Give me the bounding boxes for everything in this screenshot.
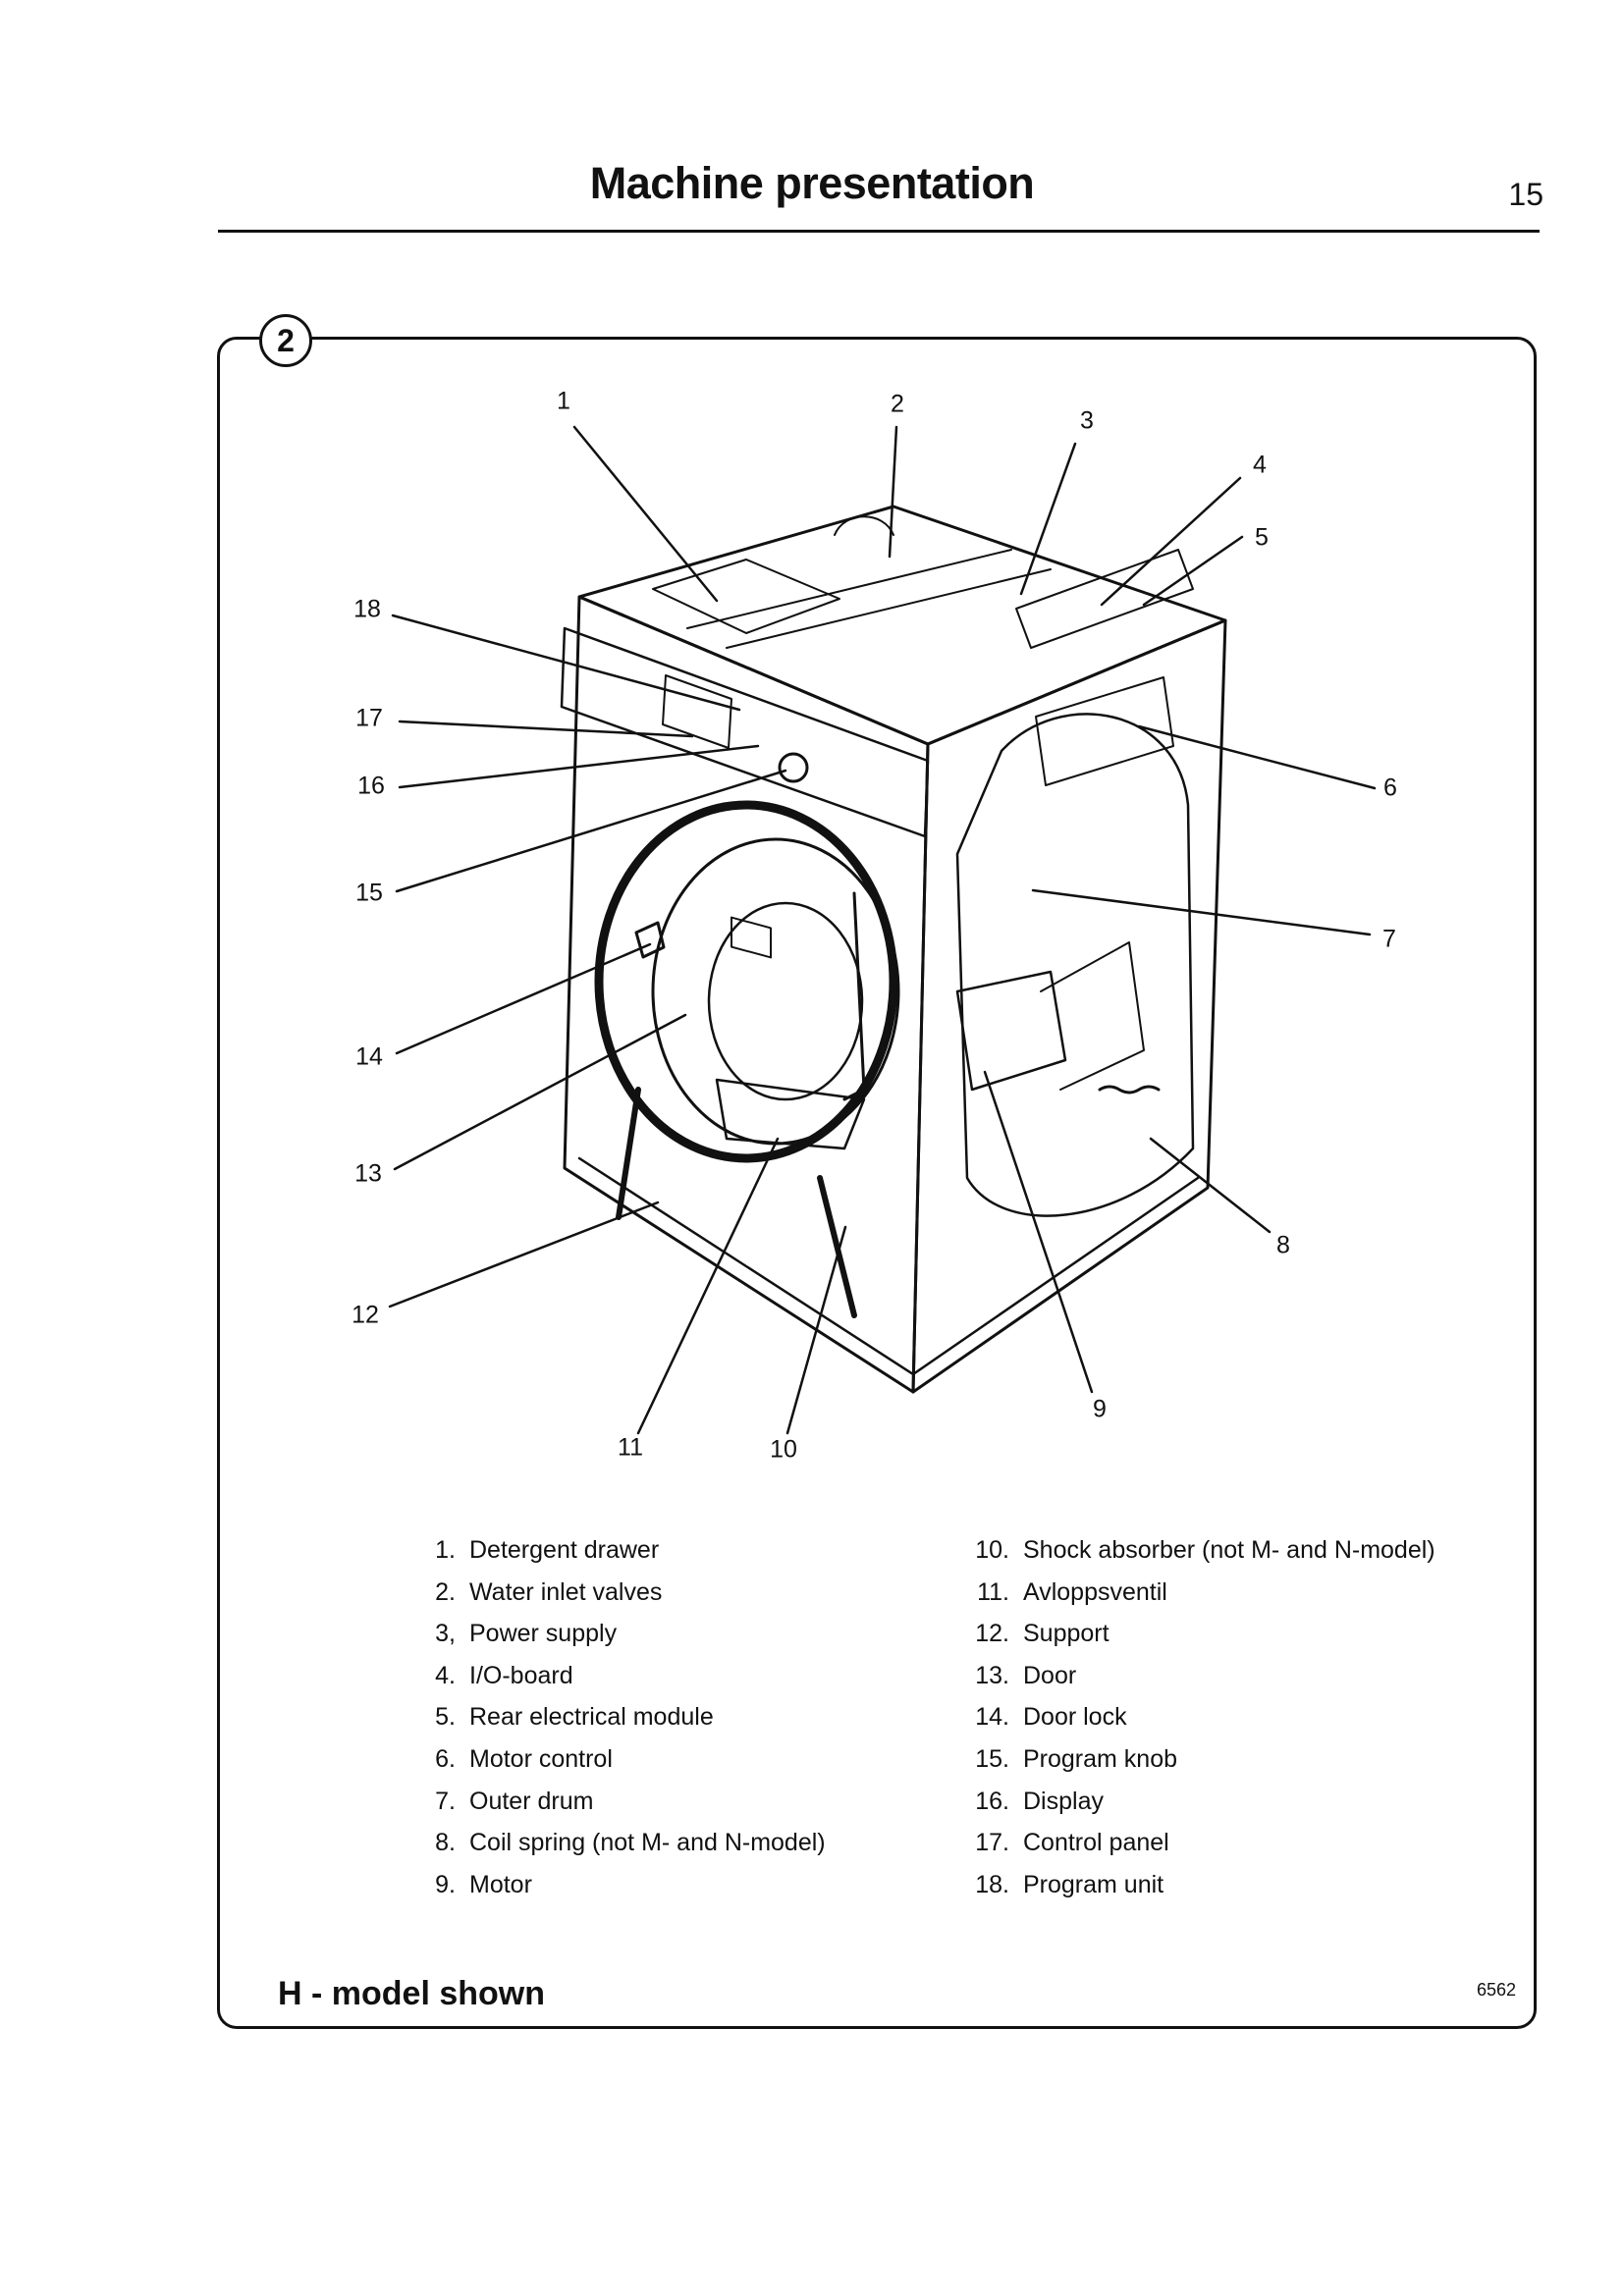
leader-9 — [983, 1070, 1094, 1394]
callout-12: 12 — [352, 1301, 379, 1329]
legend-item: 17.Control panel — [975, 1829, 1169, 1857]
motor-bracket — [1040, 941, 1145, 1091]
leader-15 — [395, 769, 787, 893]
legend-item: 10.Shock absorber (not M- and N-model) — [975, 1536, 1435, 1564]
page-number: 15 — [1508, 177, 1543, 212]
legend-item: 4.I/O-board — [435, 1661, 573, 1689]
door-gasket — [594, 800, 898, 1163]
callout-11: 11 — [618, 1433, 643, 1462]
leader-13 — [393, 1013, 687, 1171]
leader-11 — [636, 1137, 780, 1435]
legend-item: 15.Program knob — [975, 1744, 1178, 1773]
figure-number-badge: 2 — [259, 314, 312, 367]
leader-1 — [572, 425, 719, 603]
cabinet-front — [563, 595, 930, 1394]
callout-16: 16 — [357, 772, 385, 800]
callout-6: 6 — [1383, 774, 1397, 802]
callout-13: 13 — [354, 1159, 382, 1188]
callout-17: 17 — [355, 704, 383, 732]
leader-4 — [1100, 476, 1242, 607]
cabinet-top — [577, 505, 1227, 746]
legend-item: 5.Rear electrical module — [435, 1703, 714, 1732]
legend-item: 14.Door lock — [975, 1703, 1127, 1732]
leader-8 — [1149, 1137, 1272, 1234]
callout-10: 10 — [770, 1435, 797, 1464]
callout-14: 14 — [355, 1042, 383, 1071]
leader-3 — [1019, 442, 1077, 596]
leader-17 — [398, 720, 694, 738]
callout-8: 8 — [1276, 1231, 1290, 1259]
callout-5: 5 — [1255, 523, 1269, 552]
detergent-drawer-front — [662, 674, 732, 749]
leader-16 — [398, 744, 760, 789]
legend-item: 18.Program unit — [975, 1870, 1164, 1898]
legend-item: 11.Avloppsventil — [977, 1577, 1167, 1606]
legend-item: 2.Water inlet valves — [435, 1577, 663, 1606]
leader-14 — [395, 942, 652, 1055]
top-crossbar — [686, 549, 1052, 649]
leader-5 — [1142, 535, 1244, 607]
legend-right-column: 10.Shock absorber (not M- and N-model) 1… — [970, 1529, 1435, 1905]
leader-lines — [388, 425, 1377, 1435]
motor-control-box — [1035, 676, 1174, 786]
callout-1: 1 — [557, 387, 570, 415]
program-knob-shape — [778, 752, 809, 783]
callout-2: 2 — [891, 390, 904, 418]
rear-module — [1015, 549, 1194, 649]
door-hinge — [842, 891, 866, 1101]
leader-12 — [388, 1201, 660, 1308]
legend-item: 3,Power supply — [435, 1620, 618, 1648]
legend-item: 9.Motor — [435, 1870, 532, 1898]
valve-block — [834, 515, 894, 536]
callout-18: 18 — [353, 595, 381, 623]
model-caption: H - model shown — [278, 1975, 545, 2012]
motor-shape — [955, 970, 1067, 1092]
figure-frame — [217, 337, 1537, 2029]
outer-drum — [955, 713, 1195, 1217]
legend-item: 6.Motor control — [435, 1744, 613, 1773]
header-rule — [218, 230, 1540, 233]
drain-valve — [715, 1078, 866, 1150]
legend-left-column: 1.Detergent drawer 2.Water inlet valves … — [416, 1529, 826, 1905]
door-glass — [707, 901, 864, 1101]
coil-spring — [1098, 1085, 1161, 1095]
legend-item: 8.Coil spring (not M- and N-model) — [435, 1829, 826, 1857]
shock-absorber-left — [616, 1087, 641, 1220]
callout-4: 4 — [1253, 451, 1267, 479]
callout-9: 9 — [1093, 1395, 1107, 1423]
control-panel-strip — [560, 626, 930, 838]
callout-3: 3 — [1080, 406, 1094, 435]
leader-6 — [1137, 724, 1377, 790]
legend-item: 13.Door — [975, 1661, 1077, 1689]
leader-18 — [391, 614, 741, 712]
legend-item: 7.Outer drum — [435, 1787, 594, 1815]
callout-15: 15 — [355, 879, 383, 907]
cabinet-side — [911, 618, 1227, 1394]
figure-code: 6562 — [1477, 1980, 1517, 2000]
machine-body — [560, 505, 1227, 1394]
legend-item: 12.Support — [975, 1620, 1110, 1648]
shock-absorber-right — [817, 1175, 857, 1318]
legend-item: 16.Display — [975, 1787, 1104, 1815]
leader-2 — [888, 425, 898, 559]
leader-10 — [785, 1225, 847, 1435]
drawer-top — [652, 559, 840, 634]
base-frame — [577, 1156, 1200, 1376]
page-title: Machine presentation — [589, 158, 1035, 208]
callout-7: 7 — [1382, 925, 1396, 953]
legend-item: 1.Detergent drawer — [435, 1536, 660, 1564]
leader-7 — [1031, 888, 1372, 936]
